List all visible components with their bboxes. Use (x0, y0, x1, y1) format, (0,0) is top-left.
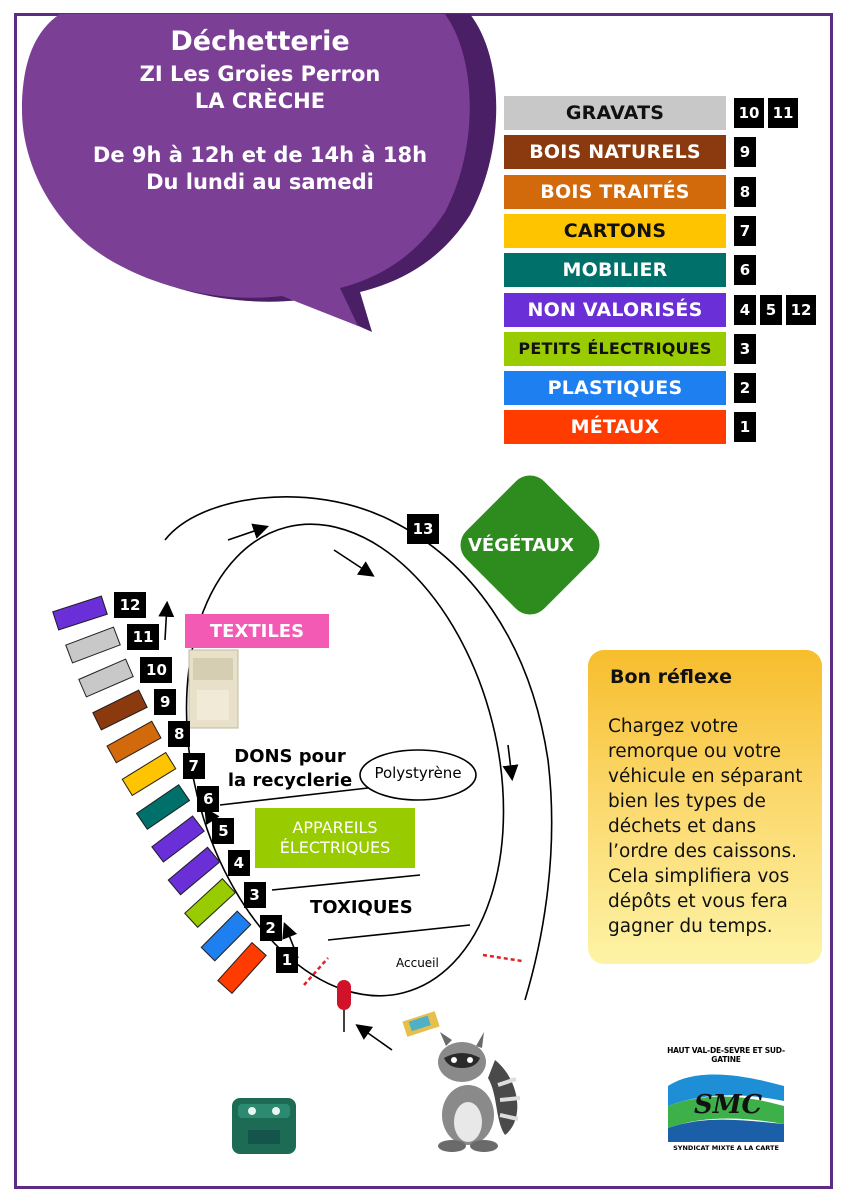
container-number-badge: 12 (114, 592, 146, 618)
divider-line (219, 787, 369, 806)
direction-arrow (158, 600, 175, 641)
divider-line (327, 924, 471, 941)
polystyrene-label: Polystyrène (374, 764, 462, 782)
container-number-badge: 2 (259, 914, 282, 941)
legend-row: GRAVATS (504, 96, 726, 130)
opening-hours: De 9h à 12h et de 14h à 18h (92, 143, 428, 167)
advice-line: Chargez votre (608, 716, 739, 737)
container-number-badge: 5 (212, 817, 235, 844)
smc-logo: HAUT VAL-DE-SEVRE ET SUD-GATINE SMC SYND… (664, 1046, 788, 1154)
site-town: LA CRÈCHE (194, 89, 326, 113)
direction-arrow (227, 523, 270, 541)
dons-line: DONS pour (234, 746, 346, 767)
legend-row: NON VALORISÉS (504, 292, 726, 327)
outer-road (164, 496, 553, 1001)
legend-row: CARTONS (504, 213, 726, 248)
advice-line: remorque ou votre (608, 741, 781, 762)
toxiques-label: TOXIQUES (310, 897, 413, 918)
legend-row: PETITS ÉLECTRIQUES (504, 331, 726, 366)
advice-line: Cela simplifiera vos (608, 866, 790, 887)
advice-line: l’ordre des caissons. (608, 841, 797, 862)
advice-line: bien les types de (608, 791, 766, 812)
composter-icon (232, 1098, 296, 1154)
advice-line: dépôts et vous fera (608, 891, 788, 912)
vegetaux-zone (460, 475, 600, 615)
raccoon-mascot-icon (402, 1011, 521, 1152)
legend-number-badge: 12 (786, 294, 816, 325)
legend-row: MOBILIER (504, 253, 726, 288)
appareils-line: APPAREILS (292, 818, 378, 837)
legend-number-badge: 1 (734, 412, 756, 443)
container-number-badge: 1 (276, 947, 298, 973)
polystyrene-bin (359, 749, 477, 801)
advice-box: Bon réflexe Chargez votre remorque ou vot… (588, 650, 822, 964)
dons-label: DONS pour la recyclerie (226, 745, 354, 793)
direction-arrow (333, 549, 375, 577)
legend-number-badge: 11 (768, 98, 798, 128)
direction-arrow (355, 1024, 393, 1051)
legend-number-badge: 10 (734, 98, 764, 128)
container-number-badge: 6 (197, 785, 220, 812)
legend-number-badge: 3 (734, 333, 756, 364)
barrier (303, 957, 329, 986)
legend-number-badge: 6 (734, 255, 756, 286)
logo-name: SMC (694, 1090, 763, 1120)
container-number-badge: 11 (127, 624, 160, 651)
barrier-post-icon (337, 980, 351, 1010)
legend-number-badge: 5 (760, 294, 782, 325)
legend-row: MÉTAUX (504, 410, 726, 445)
appareils-electriques-zone: APPAREILS ÉLECTRIQUES (255, 808, 415, 868)
logo-top-text: HAUT VAL-DE-SEVRE ET SUD-GATINE (667, 1046, 785, 1064)
legend-number-badge: 4 (734, 294, 756, 325)
container-number-badge: 3 (243, 882, 266, 909)
advice-line: gagner du temps. (608, 916, 773, 937)
site-address: ZI Les Groies Perron (139, 62, 381, 86)
container-number-badge: 8 (168, 721, 191, 748)
legend-number-badge: 2 (734, 373, 756, 404)
container-number-badge: 4 (227, 850, 250, 877)
appareils-line: ÉLECTRIQUES (279, 838, 391, 857)
logo-waves-icon (668, 1066, 784, 1142)
container-number-badge: 7 (182, 753, 205, 780)
dons-line: la recyclerie (227, 770, 353, 791)
legend-row: BOIS TRAITÉS (504, 174, 726, 209)
legend-number-badge: 8 (734, 176, 756, 207)
container-number-badge: 9 (154, 688, 177, 715)
textiles-label: TEXTILES (185, 614, 329, 648)
divider-line (271, 874, 421, 891)
legend-number-badge: 9 (734, 137, 756, 168)
legend-number-badge: 7 (734, 215, 756, 246)
header-bubble (22, 14, 497, 332)
accueil-label: Accueil (396, 956, 439, 970)
site-title: Déchetterie (170, 26, 350, 57)
vegetaux-label: VÉGÉTAUX (468, 535, 575, 556)
advice-text: Chargez votre remorque ou votre véhicule e… (608, 714, 814, 939)
legend-row: BOIS NATURELS (504, 135, 726, 170)
opening-days: Du lundi au samedi (146, 170, 374, 194)
barrier (482, 953, 523, 963)
advice-line: véhicule en séparant (608, 766, 803, 787)
advice-title: Bon réflexe (610, 666, 733, 688)
logo-bottom-text: SYNDICAT MIXTE A LA CARTE (673, 1144, 779, 1152)
advice-line: déchets et dans (608, 816, 757, 837)
container-number-badge: 13 (407, 514, 439, 544)
legend-row: PLASTIQUES (504, 371, 726, 406)
container-number-badge: 10 (140, 656, 173, 683)
direction-arrow (502, 744, 519, 782)
